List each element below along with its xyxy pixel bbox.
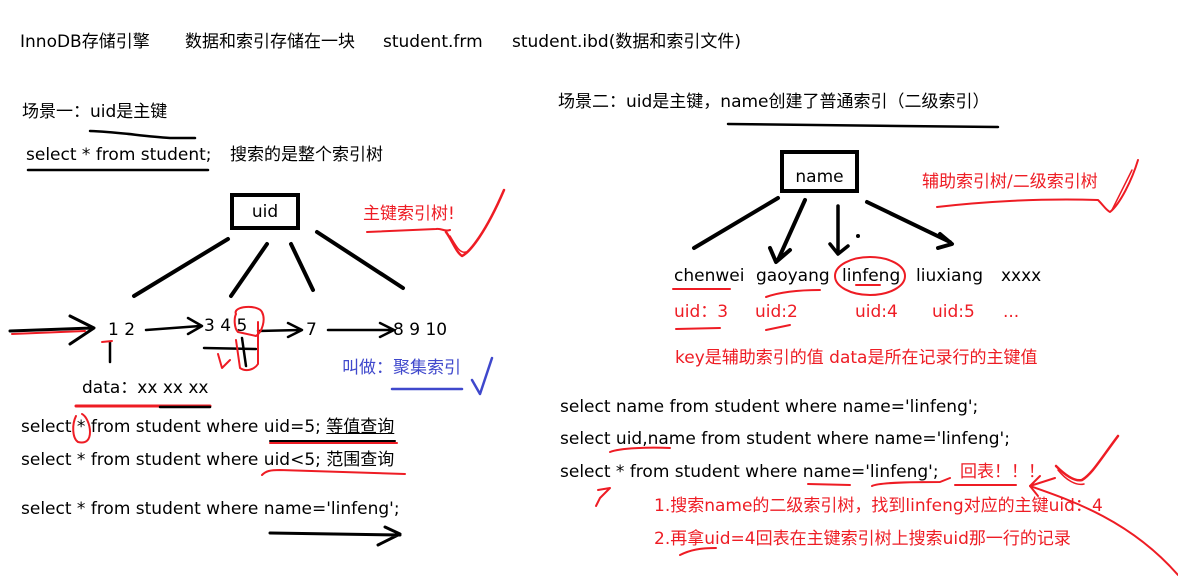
branch-3 bbox=[289, 242, 315, 292]
leaf-uid-chenwei: uid：3 bbox=[674, 302, 729, 322]
name-root-label: name bbox=[795, 166, 844, 187]
leaf-node-2: 3 4 5 bbox=[204, 316, 248, 336]
chain-arrow-3-icon bbox=[326, 321, 396, 339]
query-eq: select * from student where uid=5; 等值查询 bbox=[21, 417, 395, 437]
primary-tree-note: 主键索引树! bbox=[363, 204, 455, 224]
uid-root-node: uid bbox=[230, 193, 300, 230]
underline-primary-tree bbox=[366, 227, 451, 233]
leaf-key-chenwei: chenwei bbox=[674, 266, 745, 286]
chain-arrow-2-icon bbox=[256, 321, 304, 339]
leaf-node-1: 1 2 bbox=[108, 320, 136, 340]
leaf-key-linfeng: linfeng bbox=[842, 266, 901, 286]
branch-2 bbox=[229, 242, 269, 298]
name-branch-4-arrow bbox=[865, 200, 954, 250]
query-uid-name: select uid,name from student where name=… bbox=[560, 429, 1010, 449]
underline-uid-eq-4 bbox=[679, 547, 717, 556]
clustered-index-note: 叫做：聚集索引 bbox=[342, 358, 461, 378]
leaf-key-gaoyang: gaoyang bbox=[756, 266, 830, 286]
leaf-key-xxxx: xxxx bbox=[1001, 266, 1042, 286]
uid-root-label: uid bbox=[251, 201, 279, 222]
underline-uid-range bbox=[261, 469, 406, 476]
step-1: 1.搜索name的二级索引树，找到linfeng对应的主键uid：4 bbox=[654, 496, 1103, 516]
scene2-title: 场景二：uid是主键，name创建了普通索引（二级索引） bbox=[558, 92, 990, 112]
query-range-note: 范围查询 bbox=[326, 450, 395, 470]
underline-scene2-title bbox=[726, 122, 1000, 129]
chain-arrow-1-icon bbox=[144, 316, 204, 336]
asterisk-mark bbox=[595, 487, 611, 507]
ibd-file-label: student.ibd(数据和索引文件) bbox=[512, 32, 741, 52]
query-range: select * from student where uid<5; 范围查询 bbox=[21, 450, 395, 470]
engine-label: InnoDB存储引擎 bbox=[20, 32, 150, 52]
name-branch-3-arrow bbox=[828, 204, 850, 256]
query-star-by-name: select * from student where name='linfen… bbox=[560, 462, 939, 482]
leaf-node-3: 7 bbox=[306, 320, 317, 340]
scene1-title: 场景一：uid是主键 bbox=[22, 102, 168, 122]
branch-1 bbox=[132, 237, 230, 298]
storage-note: 数据和索引存储在一块 bbox=[185, 32, 355, 52]
leaf-data-label: data：xx xx xx bbox=[82, 378, 209, 398]
checkmark-scene2-icon bbox=[1054, 434, 1120, 482]
name-branch-2-arrow bbox=[768, 198, 807, 264]
checkmark-blue-icon bbox=[470, 356, 494, 396]
query-name-only: select name from student where name='lin… bbox=[560, 397, 979, 417]
underline-scene1-title bbox=[88, 129, 197, 140]
scene1-query-all: select * from student; bbox=[26, 145, 212, 165]
leaf-uid-linfeng: uid:4 bbox=[855, 302, 898, 322]
leaf-key-liuxiang: liuxiang bbox=[916, 266, 983, 286]
arrow-to-scene2-icon bbox=[268, 525, 402, 547]
back-to-table-note: 回表！！！ bbox=[960, 462, 1045, 482]
secondary-tree-note: 辅助索引树/二级索引树 bbox=[922, 172, 1098, 192]
name-branch-1 bbox=[692, 196, 780, 250]
step-2: 2.再拿uid=4回表在主键索引树上搜索uid那一行的记录 bbox=[654, 529, 1071, 549]
leaf-node-4: 8 9 10 bbox=[393, 320, 448, 340]
name-root-node: name bbox=[780, 150, 859, 193]
scene1-query-all-note: 搜索的是整个索引树 bbox=[230, 145, 383, 165]
query-by-name: select * from student where name='linfen… bbox=[21, 499, 400, 519]
leaf-uid-xxxx: ... bbox=[1003, 302, 1020, 322]
entry-arrow-red bbox=[11, 330, 86, 335]
key-data-note: key是辅助索引的值 data是所在记录行的主键值 bbox=[675, 348, 1038, 368]
branch-4 bbox=[315, 230, 405, 290]
leaf-uid-liuxiang: uid:5 bbox=[932, 302, 975, 322]
frm-file-label: student.frm bbox=[383, 32, 483, 52]
query-eq-note: 等值查询 bbox=[326, 417, 395, 437]
leaf-uid-gaoyang: uid:2 bbox=[755, 302, 798, 322]
entry-arrow-icon bbox=[8, 314, 96, 346]
